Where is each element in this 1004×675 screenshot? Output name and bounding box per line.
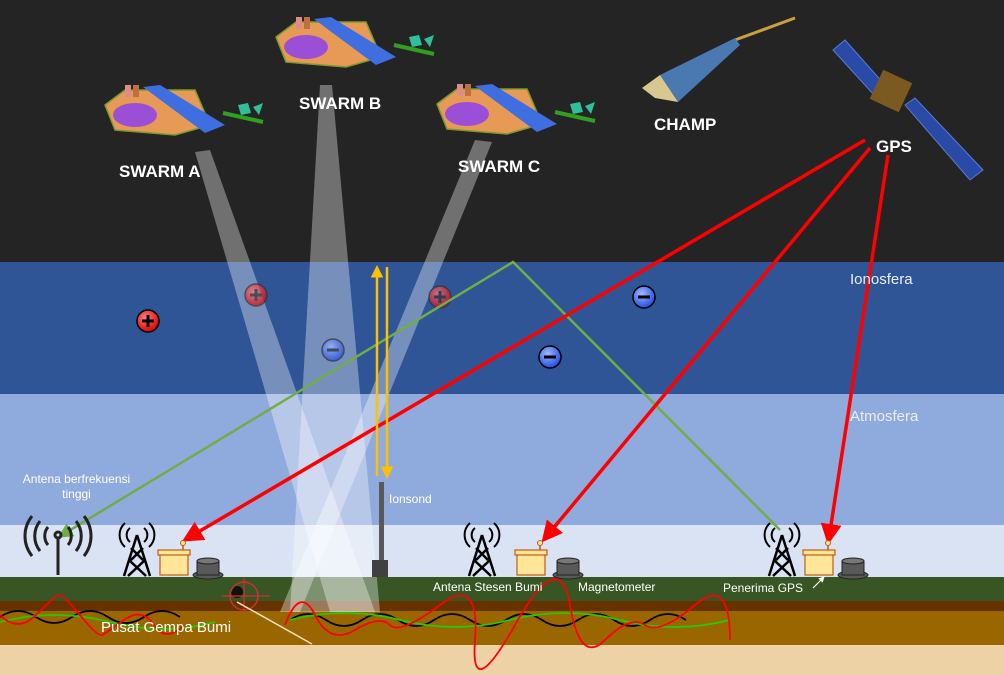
bedrock-layer [0,645,1004,675]
swarm-a-label: SWARM A [119,162,201,181]
ground-station-antenna-label: Antena Stesen Bumi [433,580,543,594]
negative-charge-icon [321,338,345,362]
positive-charge-icon [244,283,268,307]
hf-antenna-label: Antena berfrekuensi tinggi [22,472,131,501]
swarm-c-label: SWARM C [458,157,541,176]
soil-layer [0,611,1004,645]
gps-signal-3 [820,154,890,545]
gps-label: GPS [876,137,912,156]
magnetometer-icon [552,557,584,580]
magnetometer-label: Magnetometer [578,580,656,594]
epicenter-marker [222,578,313,645]
ion-charges [136,283,656,369]
ionosonde-mast-icon [372,482,388,577]
grass-layer [0,577,1004,601]
ionosphere-label: Ionosfera [850,271,913,288]
gps-signal-1 [181,138,866,542]
gps-signals [181,138,890,545]
positive-charge-icon [136,309,160,333]
epicenter-label: Pusat Gempa Bumi [101,619,232,636]
negative-charge-icon [632,285,656,309]
gps-signal-2 [541,146,872,543]
positive-charge-icon [428,285,452,309]
swarm-b-label: SWARM B [299,94,382,113]
gps-receiver-label: Penerima GPS [723,581,804,595]
ionosonde-signals [370,265,394,479]
negative-charge-icon [538,345,562,369]
atmosphere-layer [0,394,1004,525]
gps-receiver-pointer [812,576,825,589]
atmosphere-label: Atmosfera [850,408,919,425]
gps-receiver-icon [157,540,191,576]
swarm-c-satellite [436,84,596,135]
magnetometer-icon [837,557,869,580]
ionosphere-layer [0,262,1004,394]
ionosonde-label: Ionsond [389,492,432,506]
hf-antenna-icon [23,515,93,575]
gps-satellite [832,39,984,181]
swarm-a-beam [195,150,375,612]
champ-label: CHAMP [654,115,717,134]
radio-tower-icon [118,522,156,577]
swarm-b-satellite [275,17,435,68]
champ-satellite [642,16,796,102]
seismic-waves [0,578,731,671]
hf-signal-path [57,260,781,538]
topsoil-layer [0,601,1004,611]
magnetometer-icon [192,557,224,580]
swarm-a-satellite [104,85,264,136]
